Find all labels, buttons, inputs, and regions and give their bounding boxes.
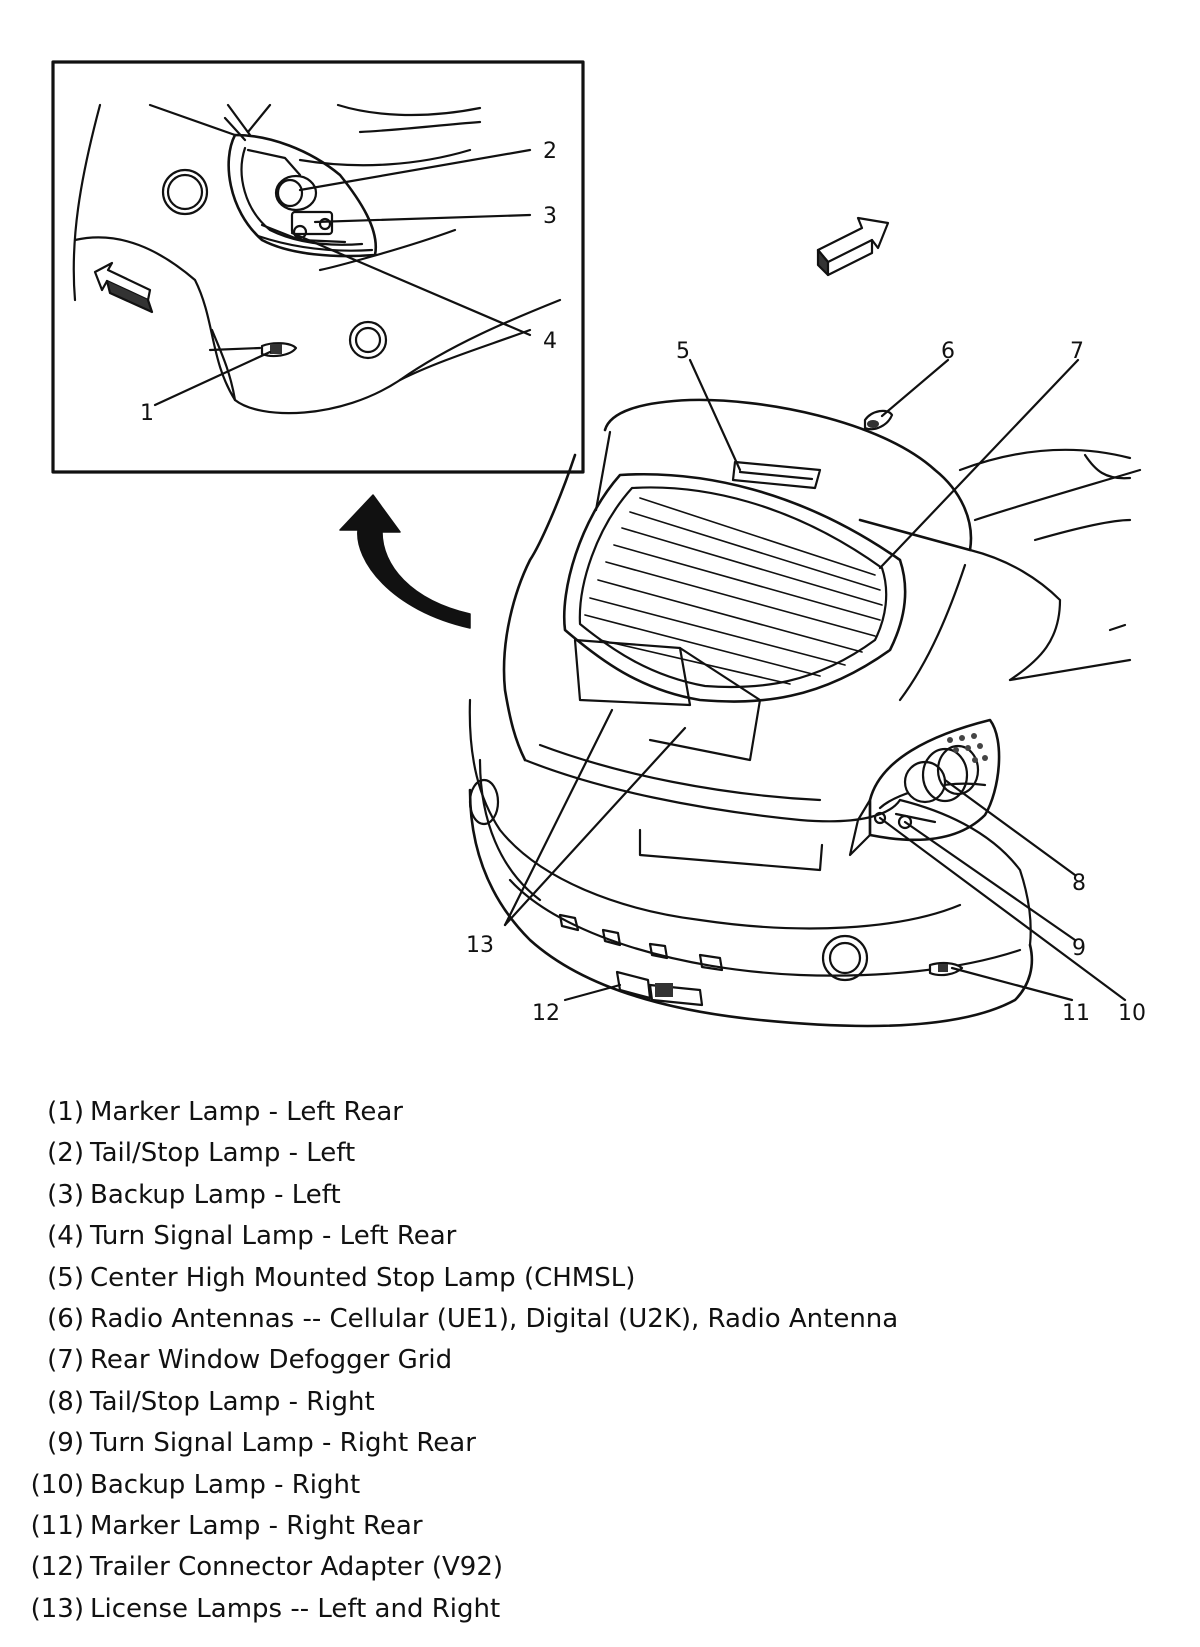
legend-number: (4) <box>47 1221 84 1252</box>
legend-item: (5)Center High Mounted Stop Lamp (CHMSL) <box>20 1258 1180 1299</box>
curved-detail-arrow-icon <box>339 494 471 629</box>
legend-number: (9) <box>47 1428 84 1459</box>
legend-item: (8)Tail/Stop Lamp - Right <box>20 1382 1180 1423</box>
legend-text: Tail/Stop Lamp - Left <box>90 1138 356 1169</box>
legend-item: (10)Backup Lamp - Right <box>20 1465 1180 1506</box>
inset-detail-view <box>51 60 585 474</box>
legend-number: (6) <box>47 1303 84 1334</box>
callout-3: 3 <box>543 204 557 229</box>
callout-2: 2 <box>543 139 557 164</box>
legend-item: (4)Turn Signal Lamp - Left Rear <box>20 1216 1180 1257</box>
legend-number: (3) <box>47 1179 84 1210</box>
legend-number: (8) <box>47 1386 84 1417</box>
parts-legend: (1)Marker Lamp - Left Rear (2)Tail/Stop … <box>20 1092 1180 1630</box>
legend-item: (7)Rear Window Defogger Grid <box>20 1340 1180 1381</box>
legend-item: (11)Marker Lamp - Right Rear <box>20 1506 1180 1547</box>
defogger-grid <box>584 497 883 685</box>
callout-13: 13 <box>466 933 494 958</box>
callout-8: 8 <box>1072 871 1086 896</box>
legend-number: (1) <box>47 1097 84 1127</box>
vehicle-rear-view <box>468 398 1142 1028</box>
legend-text: Marker Lamp - Right Rear <box>90 1510 423 1541</box>
legend-text: Trailer Connector Adapter (V92) <box>90 1552 504 1583</box>
tail-lamp-leds <box>947 733 988 763</box>
legend-text: Radio Antennas -- Cellular (UE1), Digita… <box>90 1303 899 1334</box>
direction-arrow-icon <box>93 261 152 302</box>
inset-frame <box>51 60 585 474</box>
callout-11: 11 <box>1062 1001 1090 1026</box>
legend-item: (1)Marker Lamp - Left Rear <box>20 1092 1180 1133</box>
callout-4: 4 <box>543 329 557 354</box>
legend-item: (13)License Lamps -- Left and Right <box>20 1589 1180 1630</box>
callout-5: 5 <box>676 339 690 364</box>
legend-text: Turn Signal Lamp - Left Rear <box>90 1221 457 1252</box>
forward-arrow-icon <box>816 216 890 277</box>
legend-number: (5) <box>47 1262 84 1293</box>
legend-item: (9)Turn Signal Lamp - Right Rear <box>20 1423 1180 1464</box>
callout-7: 7 <box>1070 339 1084 364</box>
callout-6: 6 <box>941 339 955 364</box>
callout-1: 1 <box>140 401 154 426</box>
callout-10: 10 <box>1118 1001 1146 1026</box>
legend-number: (13) <box>30 1593 84 1624</box>
callout-leaders <box>503 358 1127 1002</box>
legend-text: Turn Signal Lamp - Right Rear <box>90 1428 476 1459</box>
legend-item: (3)Backup Lamp - Left <box>20 1175 1180 1216</box>
callout-12: 12 <box>532 1001 560 1026</box>
vehicle-lamp-diagram: 2 3 4 1 <box>51 60 1146 1028</box>
legend-text: Tail/Stop Lamp - Right <box>90 1386 375 1417</box>
legend-text: Center High Mounted Stop Lamp (CHMSL) <box>90 1262 636 1293</box>
legend-text: License Lamps -- Left and Right <box>90 1593 501 1624</box>
legend-text: Backup Lamp - Right <box>90 1469 361 1500</box>
callout-9: 9 <box>1072 936 1086 961</box>
legend-text: Marker Lamp - Left Rear <box>90 1097 403 1127</box>
legend-number: (2) <box>47 1138 84 1169</box>
legend-item: (12)Trailer Connector Adapter (V92) <box>20 1547 1180 1588</box>
legend-text: Rear Window Defogger Grid <box>90 1345 453 1376</box>
legend-number: (7) <box>47 1345 84 1376</box>
legend-number: (12) <box>30 1552 84 1583</box>
legend-item: (6)Radio Antennas -- Cellular (UE1), Dig… <box>20 1299 1180 1340</box>
legend-text: Backup Lamp - Left <box>90 1179 341 1210</box>
legend-number: (10) <box>30 1469 84 1500</box>
legend-item: (2)Tail/Stop Lamp - Left <box>20 1133 1180 1174</box>
legend-number: (11) <box>30 1510 84 1541</box>
